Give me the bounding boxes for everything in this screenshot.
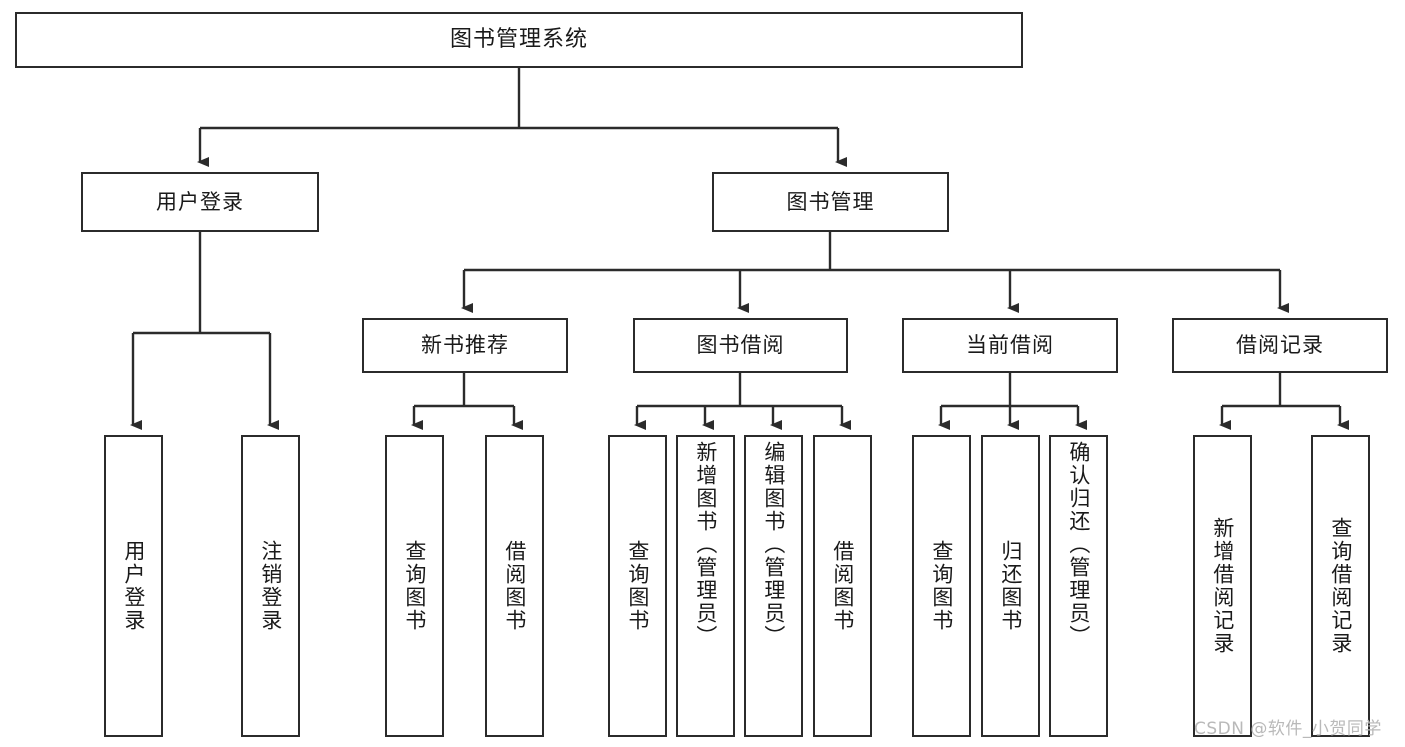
leaf-add-book-admin[interactable]: 新增图书（管理员）: [676, 435, 735, 737]
node-label: 查询借阅记录: [1328, 517, 1353, 655]
leaf-query-borrow-record[interactable]: 查询借阅记录: [1311, 435, 1370, 737]
leaf-edit-book-admin[interactable]: 编辑图书（管理员）: [744, 435, 803, 737]
node-label: 借阅图书: [830, 540, 855, 632]
node-label: 图书借阅: [696, 333, 785, 357]
node-label: 图书管理系统: [449, 27, 588, 52]
leaf-borrow-book-new[interactable]: 借阅图书: [485, 435, 544, 737]
leaf-confirm-return-admin[interactable]: 确认归还（管理员）: [1049, 435, 1108, 737]
node-label: 借阅图书: [502, 540, 527, 632]
leaf-query-book-current[interactable]: 查询图书: [912, 435, 971, 737]
node-label: 注销登录: [258, 540, 283, 632]
leaf-return-book[interactable]: 归还图书: [981, 435, 1040, 737]
leaf-logout[interactable]: 注销登录: [241, 435, 300, 737]
node-borrow-record[interactable]: 借阅记录: [1172, 318, 1388, 373]
node-label: 查询图书: [402, 540, 427, 632]
node-label: 借阅记录: [1236, 333, 1324, 357]
node-label: 用户登录: [156, 189, 244, 214]
node-label: 图书管理: [786, 189, 875, 214]
leaf-borrow-book[interactable]: 借阅图书: [813, 435, 872, 737]
node-user-login[interactable]: 用户登录: [81, 172, 319, 232]
node-label: 归还图书: [998, 540, 1023, 632]
node-current-borrow[interactable]: 当前借阅: [902, 318, 1118, 373]
node-label: 用户登录: [121, 540, 146, 632]
node-label: 编辑图书（管理员）: [761, 441, 786, 648]
node-label: 当前借阅: [966, 333, 1054, 357]
node-label: 查询图书: [625, 540, 650, 632]
csdn-watermark: CSDN @软件_小贺同学: [1194, 719, 1382, 739]
leaf-query-book-new[interactable]: 查询图书: [385, 435, 444, 737]
leaf-query-book-borrow[interactable]: 查询图书: [608, 435, 667, 737]
node-book-borrow[interactable]: 图书借阅: [633, 318, 848, 373]
node-root-book-management-system[interactable]: 图书管理系统: [15, 12, 1023, 68]
leaf-user-login[interactable]: 用户登录: [104, 435, 163, 737]
node-new-book-recommend[interactable]: 新书推荐: [362, 318, 568, 373]
node-label: 查询图书: [929, 540, 954, 632]
node-label: 确认归还（管理员）: [1066, 441, 1091, 648]
node-book-management[interactable]: 图书管理: [712, 172, 949, 232]
node-label: 新增借阅记录: [1210, 517, 1235, 655]
node-label: 新增图书（管理员）: [693, 441, 718, 648]
node-label: 新书推荐: [421, 333, 509, 357]
leaf-add-borrow-record[interactable]: 新增借阅记录: [1193, 435, 1252, 737]
